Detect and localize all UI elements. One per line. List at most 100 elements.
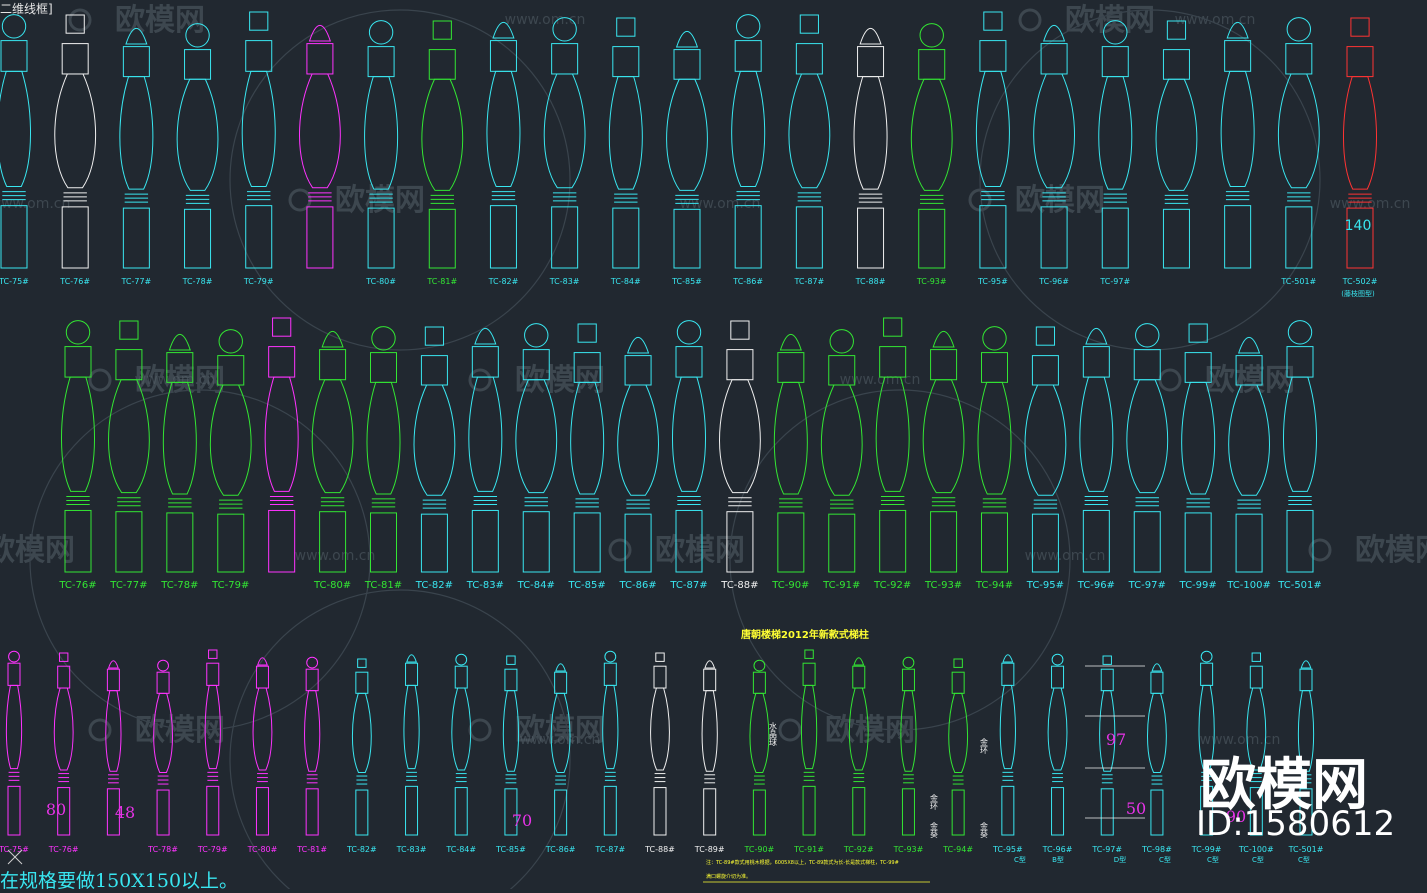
baluster-post[interactable] [468,327,503,573]
post-label: TC-77# [120,277,151,286]
row-1 [0,11,1377,269]
baluster-post[interactable] [1126,323,1169,573]
baluster-post[interactable] [922,330,965,573]
baluster-post[interactable] [910,23,953,269]
baluster-post[interactable] [975,11,1010,269]
baluster-post[interactable] [773,333,808,573]
baluster-post[interactable] [1297,660,1315,836]
baluster-post[interactable] [119,27,154,269]
baluster-post[interactable] [672,320,706,573]
baluster-post[interactable] [0,14,31,269]
baluster-post[interactable] [999,654,1016,836]
baluster-post[interactable] [311,330,354,573]
baluster-post[interactable] [948,658,969,836]
watermark-text: 欧模网 [135,713,225,748]
baluster-post[interactable] [54,14,97,269]
baluster-post[interactable] [1343,17,1377,269]
baluster-post[interactable] [366,326,401,573]
baluster-post[interactable] [1155,20,1198,269]
baluster-post[interactable] [550,663,571,836]
baluster-post[interactable] [602,650,619,836]
baluster-post[interactable] [543,17,586,269]
baluster-post[interactable] [351,658,372,836]
baluster-post[interactable] [731,14,766,269]
post-label: TC-83# [466,580,504,591]
baluster-post[interactable] [977,326,1012,573]
sub-type-label: C型 [1207,855,1219,864]
baluster-post[interactable] [1228,336,1270,573]
baluster-post[interactable] [820,329,863,573]
baluster-post[interactable] [486,21,521,269]
baluster-post[interactable] [1033,24,1075,269]
post-label: TC-100# [1238,845,1274,854]
watermark-text: 欧模网 [515,363,605,398]
post-label: TC-93# [916,277,947,286]
baluster-post[interactable] [1098,20,1133,269]
post-label: TC-86# [545,845,576,854]
baluster-post[interactable] [298,24,341,269]
baluster-post[interactable] [650,652,670,836]
baluster-post[interactable] [153,659,173,836]
dimension-label: 48 [115,803,135,822]
baluster-post[interactable] [1277,17,1320,269]
post-label: TC-79# [211,580,249,591]
baluster-post[interactable] [204,649,221,836]
baluster-post[interactable] [515,323,558,573]
watermark-logo-icon [1018,8,1042,32]
baluster-post[interactable] [900,656,917,836]
post-label: TC-98# [1141,845,1172,854]
baluster-post[interactable] [1220,21,1255,269]
baluster-post[interactable] [617,336,659,573]
baluster-post[interactable] [264,317,299,573]
baluster-post[interactable] [241,11,276,269]
baluster-post[interactable] [1079,327,1114,573]
baluster-post[interactable] [788,14,831,269]
baluster-post[interactable] [61,320,95,573]
post-label: TC-79# [197,845,228,854]
baluster-post[interactable] [364,20,399,269]
baluster-post[interactable] [421,20,464,269]
sub-type-label: B型 [1052,855,1064,864]
post-label: TC-88# [855,277,886,286]
baluster-post[interactable] [1147,663,1167,836]
baluster-post[interactable] [5,650,23,836]
baluster-post[interactable] [853,27,888,269]
watermark-logo-icon [778,718,802,742]
baluster-post[interactable] [304,656,321,836]
baluster-post[interactable] [1181,323,1216,573]
baluster-post[interactable] [162,333,197,573]
watermark-brand: 欧模网 [1200,753,1368,818]
baluster-post[interactable] [570,323,605,573]
baluster-post[interactable] [1283,320,1317,573]
post-label: TC-87# [669,580,707,591]
post-label: TC-100# [1226,580,1271,591]
baluster-post[interactable] [403,654,420,836]
baluster-post[interactable] [608,17,643,269]
baluster-post[interactable] [53,652,74,836]
baluster-post[interactable] [875,317,910,573]
baluster-post[interactable] [451,653,472,836]
baluster-post[interactable] [209,329,252,573]
baluster-post[interactable] [413,326,456,573]
baluster-post[interactable] [800,649,818,836]
footnote-line2: 满口螺旋介切为准。 [706,873,751,880]
baluster-post[interactable] [666,30,708,269]
baluster-post[interactable] [1246,652,1267,836]
baluster-post[interactable] [1047,653,1068,836]
post-label: TC-77# [109,580,147,591]
baluster-post[interactable] [719,320,761,573]
post-label: TC-85# [568,580,606,591]
baluster-post[interactable] [105,660,122,836]
baluster-post[interactable] [701,660,718,836]
baluster-post[interactable] [108,320,150,573]
baluster-post[interactable] [749,659,770,836]
baluster-post[interactable] [1198,650,1215,836]
post-label: TC-95# [977,277,1008,286]
baluster-post[interactable] [1024,326,1067,573]
baluster-post[interactable] [502,655,520,836]
baluster-post[interactable] [252,657,273,836]
baluster-post[interactable] [848,657,869,836]
baluster-post[interactable] [1099,655,1116,836]
baluster-post[interactable] [176,23,219,269]
